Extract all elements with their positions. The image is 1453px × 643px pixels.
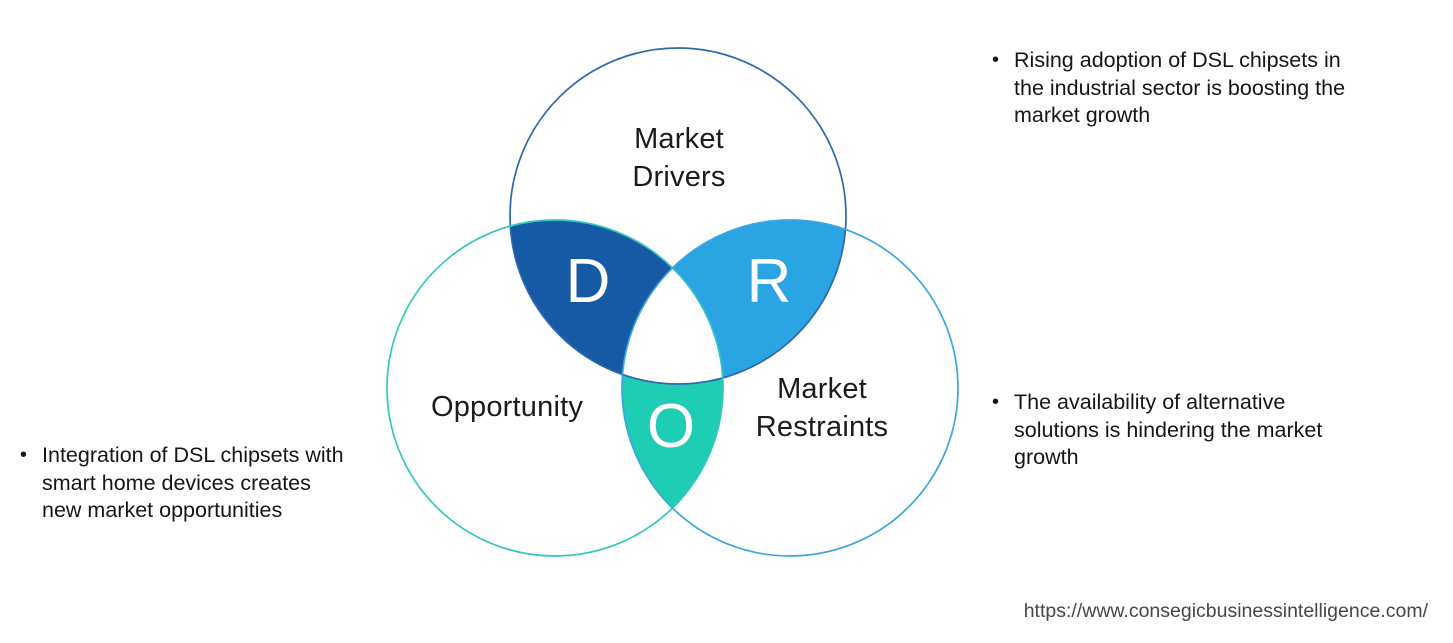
drivers-opportunity-intersection <box>510 220 723 384</box>
restraints-label-line2: Restraints <box>755 411 889 443</box>
o-region-letter: O <box>646 392 696 461</box>
drivers-note: • Rising adoption of DSL chipsets in the… <box>992 47 1437 130</box>
opportunity-circle-outline <box>386 219 724 557</box>
opportunity-label-line1: Opportunity <box>430 391 584 423</box>
drivers-label-line1: Market <box>634 123 724 155</box>
drivers-note-line2: the industrial sector is boosting the <box>1014 75 1346 100</box>
restraints-note-line2: solutions is hindering the market <box>1014 417 1323 442</box>
r-region-fill <box>622 220 846 384</box>
opportunity-note: • Integration of DSL chipsets with smart… <box>20 442 410 525</box>
restraints-note-text: The availability of alternative solution… <box>1014 389 1322 472</box>
restraints-note: • The availability of alternative soluti… <box>992 389 1437 472</box>
d-region-letter: D <box>565 247 611 316</box>
drivers-note-line3: market growth <box>1014 103 1151 127</box>
drivers-label-line2: Drivers <box>632 161 726 193</box>
drivers-note-line1: Rising adoption of DSL chipsets in <box>1014 48 1341 72</box>
d-region-fill <box>510 220 723 384</box>
opportunity-note-line3: new market opportunities <box>42 498 283 522</box>
restraints-circle-outline <box>621 219 959 557</box>
bullet-icon: • <box>992 391 1000 413</box>
bullet-icon: • <box>20 444 28 466</box>
drivers-note-text: Rising adoption of DSL chipsets in the i… <box>1014 47 1345 130</box>
drivers-restraints-intersection <box>622 220 846 384</box>
source-url: https://www.consegicbusinessintelligence… <box>1023 600 1428 622</box>
restraints-note-line3: growth <box>1014 445 1079 469</box>
opportunity-circle-label: Opportunity <box>357 388 657 426</box>
drivers-circle-outline <box>509 47 847 385</box>
restraints-label-line1: Market <box>777 373 867 405</box>
restraints-circle-label: Market Restraints <box>672 370 972 446</box>
restraints-note-line1: The availability of alternative <box>1014 390 1286 414</box>
opportunity-note-line1: Integration of DSL chipsets with <box>42 443 344 467</box>
opportunity-note-text: Integration of DSL chipsets with smart h… <box>42 442 344 525</box>
drivers-circle-label: Market Drivers <box>529 120 829 196</box>
r-region-letter: R <box>746 247 792 316</box>
bullet-icon: • <box>992 49 1000 71</box>
opportunity-note-line2: smart home devices creates <box>42 470 311 495</box>
